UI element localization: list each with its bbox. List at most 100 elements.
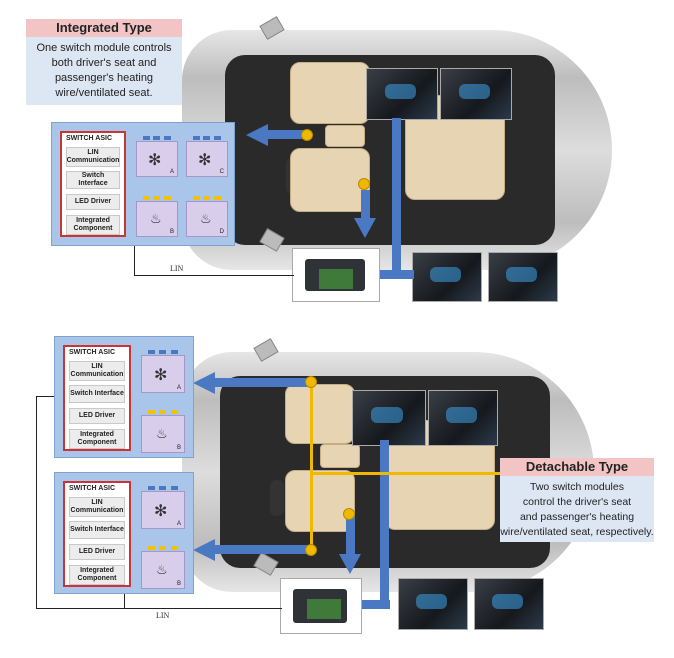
blue-connection-vertical bbox=[380, 440, 389, 608]
asic-row-led: LED Driver bbox=[69, 408, 125, 424]
seat-heater-icon: ♨ bbox=[156, 426, 168, 441]
seat-module-b: ♨ B bbox=[141, 546, 185, 589]
asic-row-component: Integrated Component bbox=[66, 215, 120, 235]
module-pins bbox=[146, 546, 180, 550]
asic-row-switch: Switch Interface bbox=[69, 521, 125, 539]
arrow-head-left-icon bbox=[193, 539, 215, 561]
asic-row-led: LED Driver bbox=[69, 544, 125, 560]
front-seat-upper bbox=[285, 384, 355, 444]
seat-module-c: ✻ C bbox=[186, 136, 228, 177]
asic-row-lin: LIN Communication bbox=[69, 361, 125, 381]
seat-module-d: ♨ D bbox=[186, 196, 228, 237]
seat-heater-icon: ♨ bbox=[200, 211, 212, 226]
blue-arrow-left bbox=[265, 130, 305, 139]
module-label: A bbox=[169, 169, 174, 175]
detachable-type-description: Two switch modules control the driver's … bbox=[500, 476, 654, 542]
detachable-type-title: Detachable Type bbox=[500, 458, 654, 476]
center-console bbox=[320, 444, 360, 468]
module-label: A bbox=[176, 521, 181, 527]
module-label: A bbox=[176, 385, 181, 391]
integrated-switch-panel: SWITCH ASIC LIN Communication Switch Int… bbox=[51, 122, 235, 246]
detachable-switch-panel-lower: SWITCH ASIC LIN Communication Switch Int… bbox=[54, 472, 194, 594]
integrated-type-title: Integrated Type bbox=[26, 19, 182, 37]
module-label: B bbox=[169, 229, 174, 235]
module-pins bbox=[191, 136, 223, 140]
asic-row-led: LED Driver bbox=[66, 194, 120, 210]
module-pins bbox=[146, 486, 180, 490]
lin-wire-mid-vertical bbox=[124, 590, 125, 608]
module-pins bbox=[191, 196, 223, 200]
blue-connection-horizontal bbox=[360, 600, 390, 609]
detachable-desc-line: control the driver's seat bbox=[522, 496, 632, 508]
arrow-head-left-icon bbox=[193, 372, 215, 394]
lin-label: LIN bbox=[170, 264, 184, 273]
seat-photo-4 bbox=[488, 252, 558, 302]
seat-module-a: ✻ A bbox=[141, 350, 185, 393]
switch-location-dot-1 bbox=[305, 376, 317, 388]
lin-wire-vertical bbox=[134, 245, 135, 275]
fan-icon: ✻ bbox=[148, 152, 162, 169]
seat-photo-4 bbox=[474, 578, 544, 630]
fan-icon: ✻ bbox=[154, 367, 168, 384]
switch-module-photo bbox=[280, 578, 362, 634]
front-seat-upper bbox=[290, 62, 370, 124]
center-console bbox=[325, 125, 365, 147]
seat-module-a: ✻ A bbox=[141, 486, 185, 529]
integrated-type-description: One switch module controls both driver's… bbox=[26, 37, 182, 105]
asic-title: SWITCH ASIC bbox=[69, 349, 116, 356]
detachable-section: LIN Detachable Type Two switch modules c… bbox=[0, 320, 674, 658]
asic-title: SWITCH ASIC bbox=[66, 135, 113, 142]
seat-photo-2 bbox=[428, 390, 498, 446]
seat-photo-1 bbox=[366, 68, 438, 120]
blue-arrow-left-bottom bbox=[212, 545, 308, 554]
blue-arrow-down bbox=[346, 516, 355, 556]
integrated-desc-line: One switch module controls bbox=[36, 42, 172, 54]
switch-location-dot-2 bbox=[358, 178, 370, 190]
yellow-signal-horizontal bbox=[310, 472, 500, 475]
asic-title: SWITCH ASIC bbox=[69, 485, 116, 492]
front-seat-lower bbox=[285, 470, 355, 532]
integrated-desc-line: passenger's heating bbox=[54, 72, 154, 84]
module-pins bbox=[141, 196, 173, 200]
module-label: D bbox=[219, 229, 224, 235]
module-label: B bbox=[176, 581, 181, 587]
switch-location-dot-2 bbox=[305, 544, 317, 556]
front-seat-lower bbox=[290, 148, 370, 212]
switch-location-dot-1 bbox=[301, 129, 313, 141]
integrated-section: LIN Integrated Type One switch module co… bbox=[0, 0, 674, 310]
lin-wire-top-stub bbox=[36, 396, 54, 397]
blue-connection-horizontal bbox=[380, 270, 414, 279]
module-pins bbox=[141, 136, 173, 140]
seat-module-b: ♨ B bbox=[141, 410, 185, 453]
asic-row-component: Integrated Component bbox=[69, 565, 125, 585]
asic-row-lin: LIN Communication bbox=[69, 497, 125, 517]
lin-wire-horizontal bbox=[134, 275, 294, 276]
blue-arrow-left-top bbox=[212, 378, 308, 387]
seat-heater-icon: ♨ bbox=[156, 562, 168, 577]
seat-module-b: ♨ B bbox=[136, 196, 178, 237]
seat-photo-1 bbox=[352, 390, 426, 446]
asic-row-component: Integrated Component bbox=[69, 429, 125, 449]
switch-asic-block: SWITCH ASIC LIN Communication Switch Int… bbox=[63, 345, 131, 451]
seat-photo-3 bbox=[412, 252, 482, 302]
lin-label: LIN bbox=[156, 611, 170, 620]
module-label: C bbox=[219, 169, 224, 175]
asic-row-lin: LIN Communication bbox=[66, 147, 120, 167]
arrow-head-down-icon bbox=[339, 554, 361, 574]
integrated-desc-line: wire/ventilated seat. bbox=[55, 87, 153, 99]
module-pins bbox=[146, 350, 180, 354]
blue-connection-vertical bbox=[392, 118, 401, 278]
yellow-signal-vertical bbox=[310, 382, 313, 550]
detachable-switch-panel-upper: SWITCH ASIC LIN Communication Switch Int… bbox=[54, 336, 194, 458]
detachable-desc-line: Two switch modules bbox=[530, 481, 624, 493]
seat-module-a: ✻ A bbox=[136, 136, 178, 177]
seat-photo-3 bbox=[398, 578, 468, 630]
arrow-head-left-icon bbox=[246, 124, 268, 146]
switch-location-dot-3 bbox=[343, 508, 355, 520]
module-label: B bbox=[176, 445, 181, 451]
switch-asic-block: SWITCH ASIC LIN Communication Switch Int… bbox=[60, 131, 126, 237]
switch-module-photo bbox=[292, 248, 380, 302]
detachable-desc-line: and passenger's heating bbox=[519, 511, 635, 523]
steering-wheel bbox=[270, 480, 284, 516]
seat-heater-icon: ♨ bbox=[150, 211, 162, 226]
